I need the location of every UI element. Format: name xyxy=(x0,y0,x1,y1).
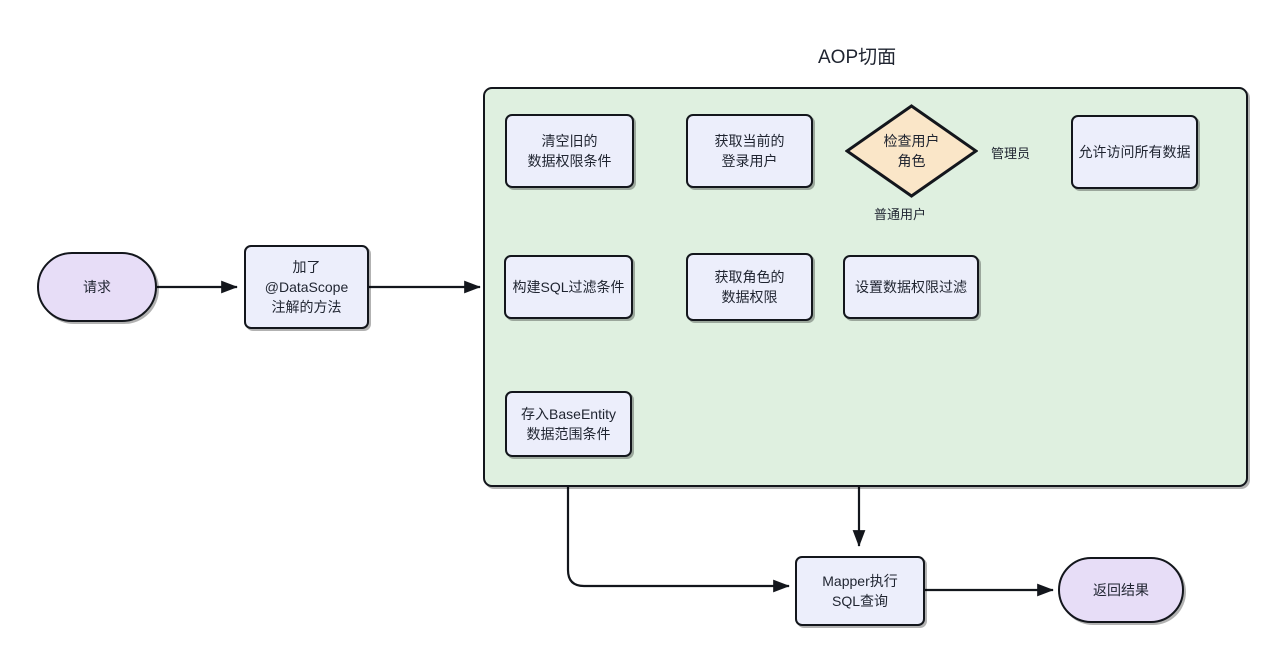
node-return-result[interactable]: 返回结果 xyxy=(1058,557,1184,623)
node-request[interactable]: 请求 xyxy=(37,252,157,322)
edge-label-normal-user: 普通用户 xyxy=(874,207,927,222)
node-check-user-role[interactable]: 检查用户 角色 xyxy=(845,104,978,198)
node-allow-all-data[interactable]: 允许访问所有数据 xyxy=(1071,115,1198,189)
node-check-user-role-label: 检查用户 角色 xyxy=(883,132,940,169)
edge-label-admin: 管理员 xyxy=(991,146,1031,161)
aop-group-title: AOP切面 xyxy=(818,47,897,68)
node-get-role-data-scope[interactable]: 获取角色的 数据权限 xyxy=(686,253,813,321)
node-clear-old-conditions[interactable]: 清空旧的 数据权限条件 xyxy=(505,114,634,188)
node-get-current-user[interactable]: 获取当前的 登录用户 xyxy=(686,114,813,188)
node-mapper-execute-sql[interactable]: Mapper执行 SQL查询 xyxy=(795,556,925,626)
node-store-base-entity[interactable]: 存入BaseEntity 数据范围条件 xyxy=(505,391,632,457)
node-set-data-permission-filter[interactable]: 设置数据权限过滤 xyxy=(843,255,979,319)
node-build-sql-filter[interactable]: 构建SQL过滤条件 xyxy=(504,255,633,319)
node-datascope-method[interactable]: 加了 @DataScope 注解的方法 xyxy=(244,245,369,329)
